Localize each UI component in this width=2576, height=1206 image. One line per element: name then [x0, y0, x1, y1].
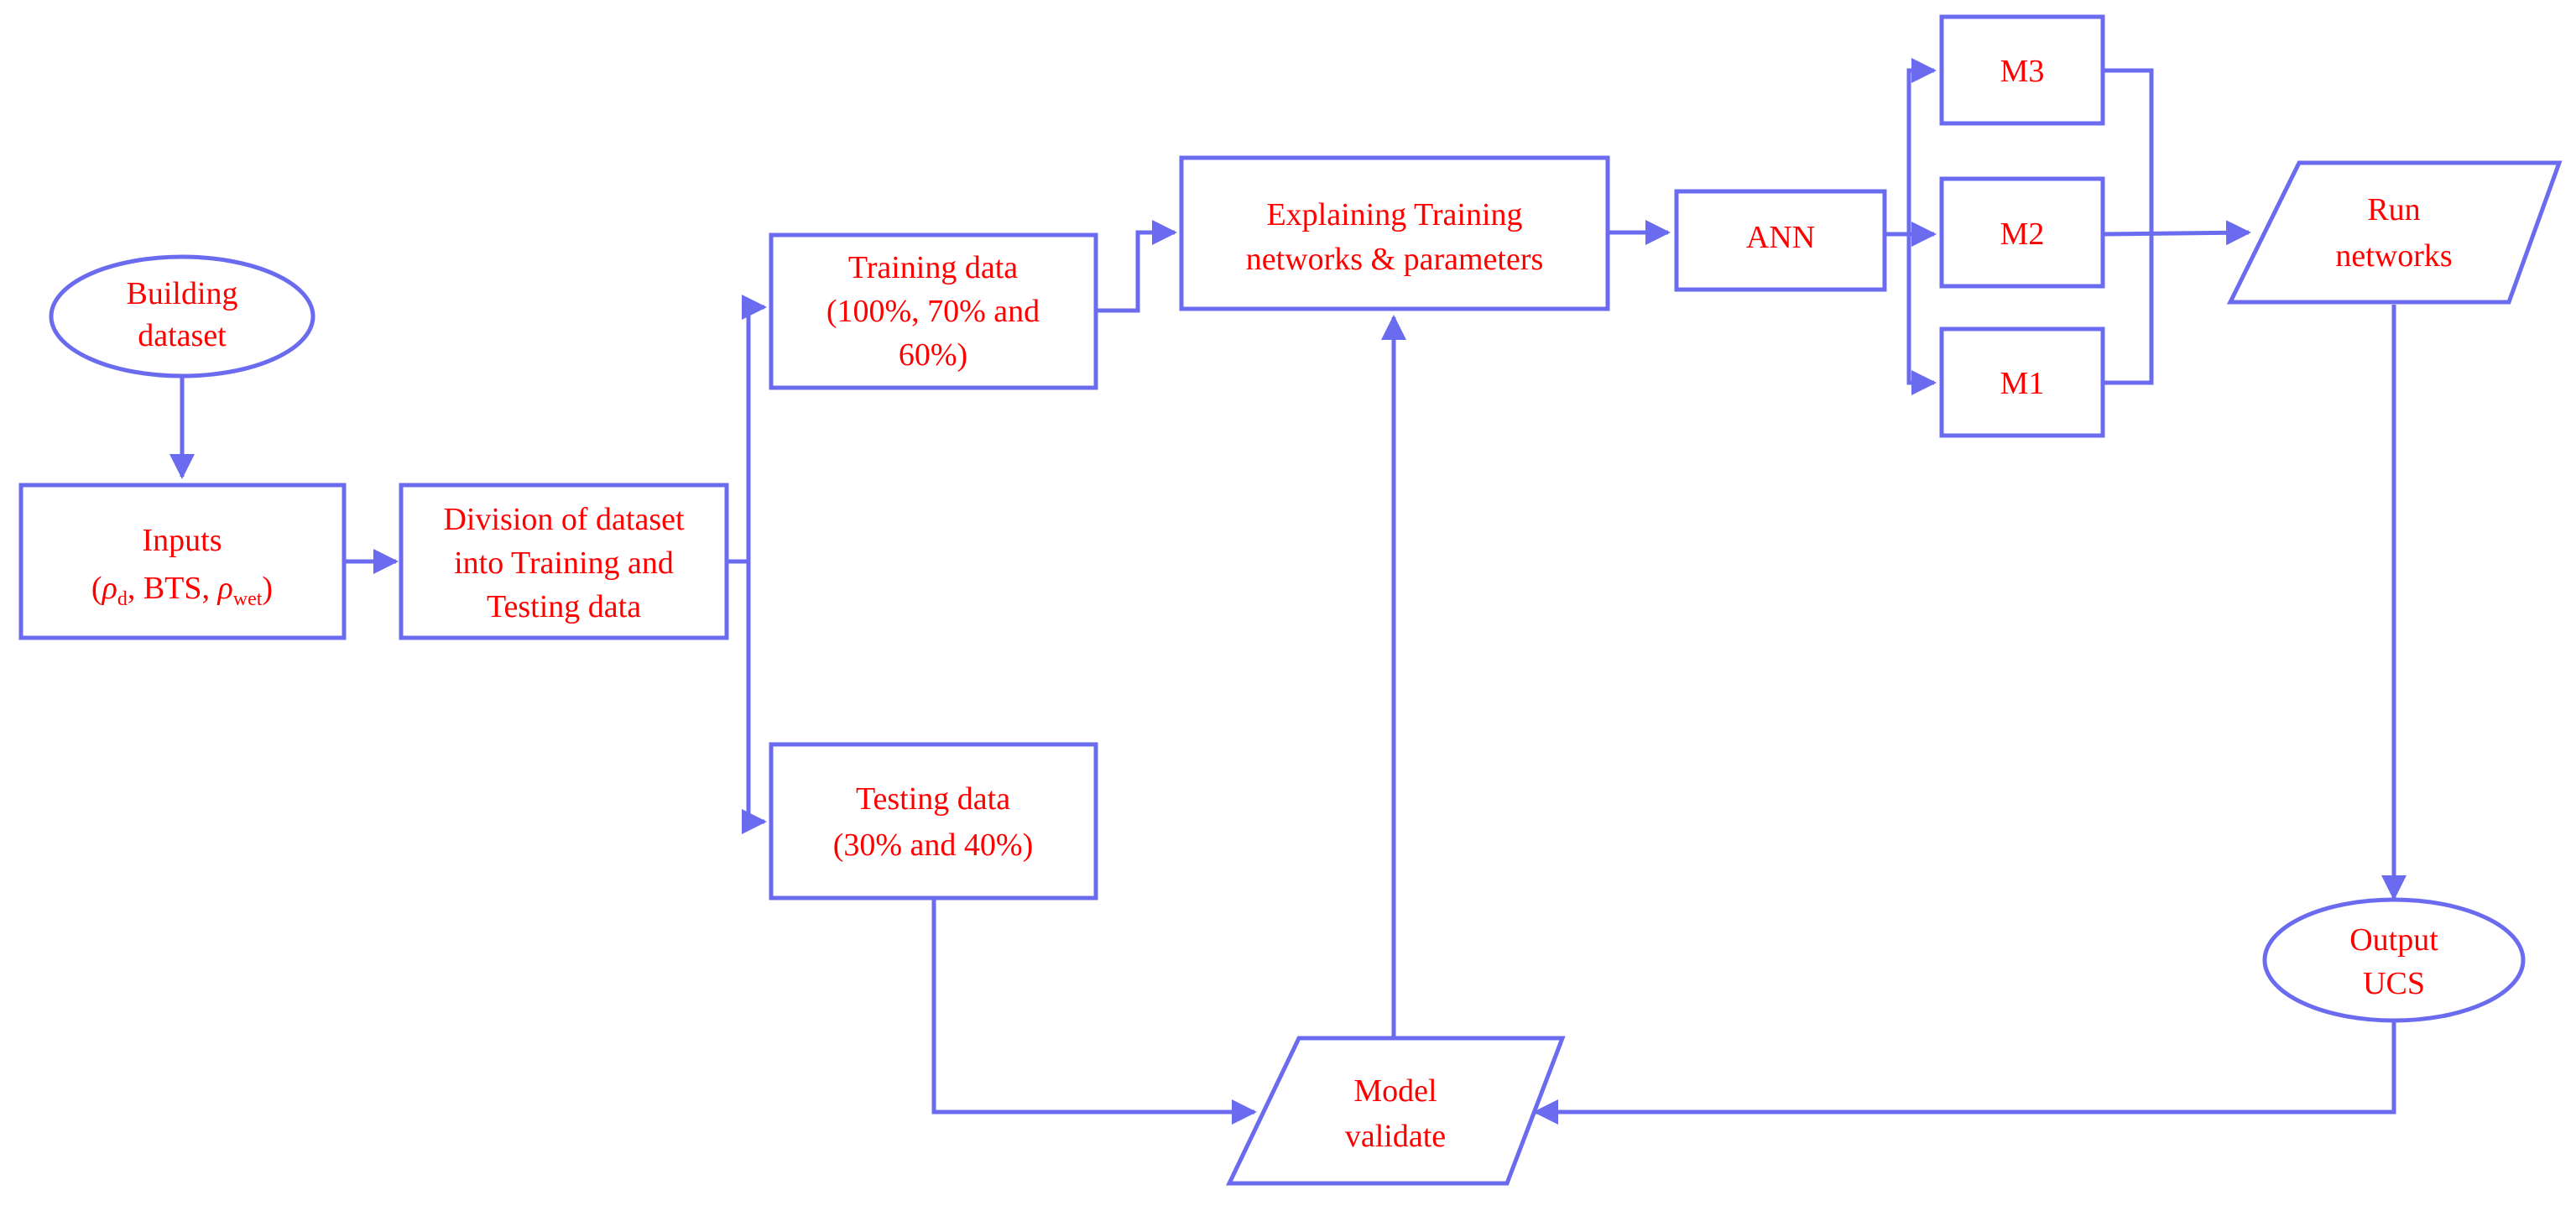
- node-m2: M2: [1939, 176, 2105, 289]
- node-inputs: Inputs (ρd, BTS, ρwet): [18, 483, 347, 640]
- edge-division-to-testing: [742, 561, 767, 834]
- ann-label: ANN: [1746, 220, 1815, 255]
- testing-label-line2: (30% and 40%): [833, 827, 1033, 863]
- model-label-line1: Model: [1353, 1073, 1437, 1109]
- node-run-networks: Run networks: [2226, 160, 2563, 305]
- testing-label-line1: Testing data: [856, 781, 1010, 817]
- training-label-line1: Training data: [848, 250, 1018, 285]
- node-model-validate: Model validate: [1226, 1036, 1566, 1186]
- building-label-line2: dataset: [138, 318, 227, 353]
- edge-ann-to-m3: [1906, 58, 1937, 234]
- model-label-line2: validate: [1345, 1119, 1446, 1154]
- node-output-ucs: Output UCS: [2262, 897, 2526, 1023]
- node-testing-data: Testing data (30% and 40%): [769, 742, 1098, 901]
- node-building-dataset: Building dataset: [49, 254, 315, 379]
- node-ann: ANN: [1674, 189, 1887, 292]
- m2-label: M2: [2000, 217, 2045, 252]
- node-division: Division of dataset into Training and Te…: [399, 483, 729, 640]
- division-label-line3: Testing data: [487, 589, 641, 624]
- training-label-line2: (100%, 70% and: [827, 294, 1040, 329]
- inputs-label-line1: Inputs: [143, 523, 222, 558]
- edge-output-to-model: [1533, 1015, 2396, 1125]
- output-label-line2: UCS: [2363, 966, 2425, 1001]
- edge-m2-to-run: [2102, 220, 2251, 246]
- run-label-line1: Run: [2367, 192, 2420, 227]
- division-label-line1: Division of dataset: [443, 502, 685, 537]
- inputs-label-line2: (ρd, BTS, ρwet): [91, 571, 273, 610]
- m1-label: M1: [2000, 366, 2045, 401]
- run-label-line2: networks: [2335, 238, 2452, 274]
- edge-testing-to-model: [931, 898, 1257, 1125]
- explaining-label-line2: networks & parameters: [1246, 242, 1544, 277]
- edge-m3-to-join: [2103, 68, 2154, 385]
- edges: [169, 58, 2407, 1125]
- node-m1: M1: [1939, 326, 2105, 438]
- m3-label: M3: [2000, 54, 2045, 89]
- node-m3: M3: [1939, 14, 2105, 126]
- edge-training-to-explaining: [1096, 220, 1177, 313]
- edge-ann-to-m1: [1906, 234, 1937, 395]
- edge-division-to-training: [727, 295, 767, 564]
- output-label-line1: Output: [2349, 922, 2438, 958]
- training-label-line3: 60%): [899, 337, 967, 373]
- explaining-label-line1: Explaining Training: [1266, 197, 1522, 232]
- building-label-line1: Building: [126, 276, 237, 311]
- division-label-line2: into Training and: [454, 546, 674, 581]
- node-explaining-training: Explaining Training networks & parameter…: [1179, 155, 1610, 311]
- node-training-data: Training data (100%, 70% and 60%): [769, 232, 1098, 390]
